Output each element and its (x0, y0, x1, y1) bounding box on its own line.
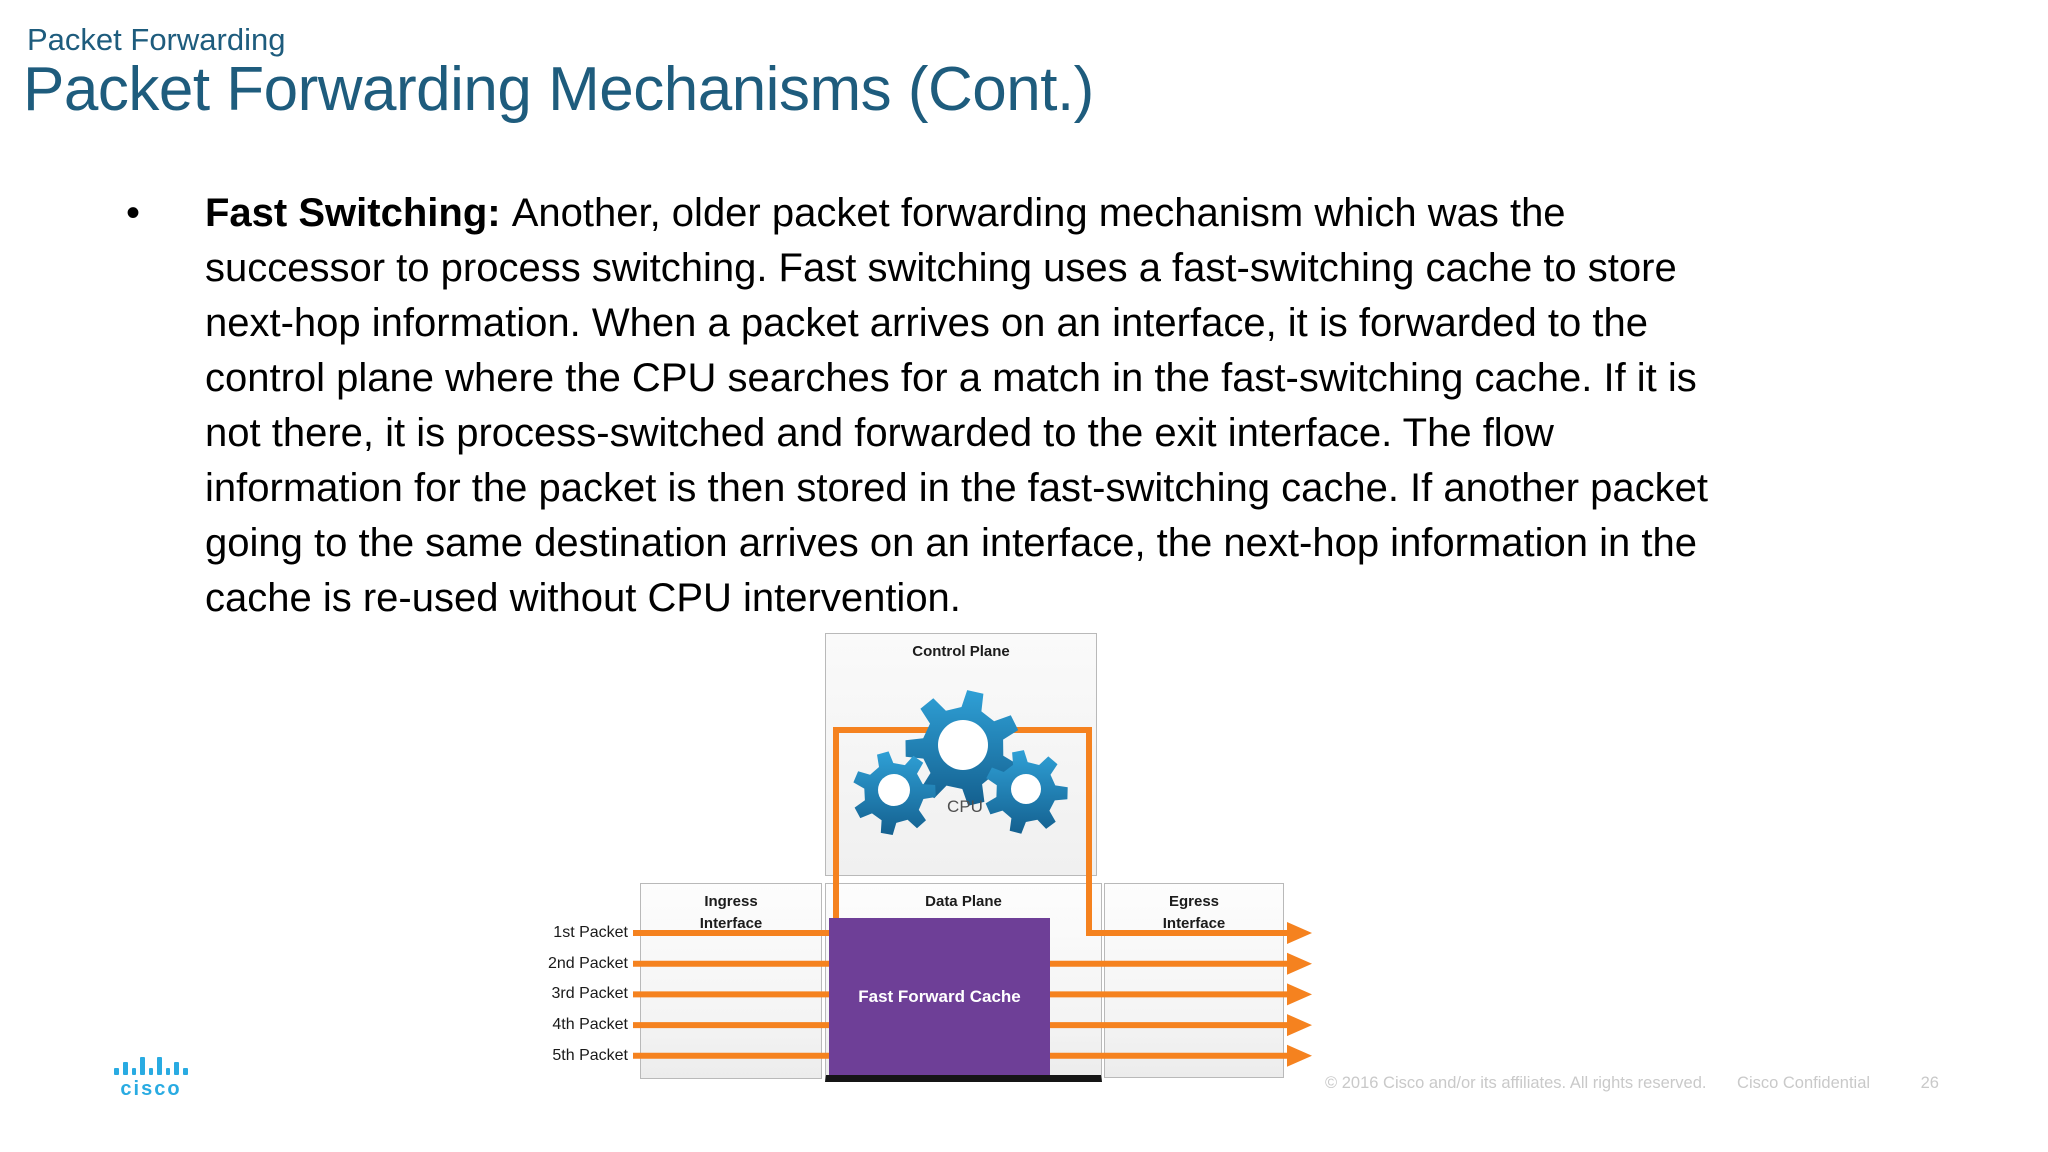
ingress-interface-box: Ingress Interface (640, 883, 822, 1079)
logo-bar (114, 1068, 119, 1075)
control-plane-label: Control Plane (912, 643, 1010, 660)
body-line: next-hop information. When a packet arri… (205, 301, 1648, 345)
packet-label-1: 1st Packet (553, 924, 628, 941)
body-line: successor to process switching. Fast swi… (205, 246, 1677, 290)
page-title: Packet Forwarding Mechanisms (Cont.) (23, 55, 1094, 124)
cisco-logo-bars-icon (112, 1056, 190, 1075)
logo-bar (183, 1068, 188, 1075)
data-plane-label: Data Plane (925, 893, 1002, 910)
egress-interface-label: Egress Interface (1105, 884, 1283, 935)
logo-bar (131, 1068, 137, 1075)
packet-label-4: 4th Packet (552, 1016, 628, 1034)
body-line: information for the packet is then store… (205, 466, 1709, 510)
body-line: going to the same destination arrives on… (205, 521, 1698, 565)
cisco-logo-wordmark: cisco (120, 1078, 182, 1100)
cpu-label: CPU (947, 797, 983, 816)
fast-forward-cache-box: Fast Forward Cache (829, 918, 1050, 1075)
body-line: Fast Switching: Another, older packet fo… (205, 191, 1566, 235)
bullet-bold-lead: Fast Switching: (205, 191, 512, 235)
ingress-interface-label: Ingress Interface (641, 884, 821, 935)
body-line: control plane where the CPU searches for… (205, 356, 1697, 400)
packet-arrowhead-icon-4 (1287, 1014, 1312, 1037)
cisco-logo: cisco (112, 1056, 190, 1101)
slide-footer: © 2016 Cisco and/or its affiliates. All … (1325, 1074, 1939, 1093)
egress-interface-box: Egress Interface (1104, 883, 1284, 1078)
fast-forward-cache-label: Fast Forward Cache (858, 986, 1021, 1006)
ingress-label-line1: Ingress (704, 893, 758, 910)
packet-label-2: 2nd Packet (547, 954, 628, 972)
body-line: not there, it is process-switched and fo… (205, 411, 1554, 455)
packet-arrowhead-icon-2 (1287, 952, 1312, 975)
egress-label-line1: Egress (1168, 893, 1220, 910)
logo-bar (148, 1068, 154, 1075)
packet-label-5: 5th Packet (552, 1046, 628, 1064)
slide-eyebrow: Packet Forwarding (27, 22, 286, 57)
confidential-text: Cisco Confidential (1737, 1074, 1871, 1092)
egress-label-line2: Interface (1162, 915, 1226, 932)
logo-bar (174, 1062, 180, 1075)
copyright-text: © 2016 Cisco and/or its affiliates. All … (1325, 1074, 1707, 1092)
ingress-label-line2: Interface (699, 915, 763, 932)
packet-arrowhead-icon-5 (1287, 1044, 1312, 1067)
packet-arrowhead-icon-3 (1287, 983, 1312, 1006)
logo-bar (122, 1062, 128, 1075)
control-plane-box: Control Plane (825, 633, 1097, 876)
logo-bar (157, 1057, 162, 1075)
bullet-paragraph: Fast Switching: Another, older packet fo… (205, 186, 1708, 626)
logo-bar (165, 1068, 171, 1075)
first-packet-arrowhead-icon (1287, 922, 1312, 944)
bullet-marker: • (126, 191, 141, 235)
body-line: cache is re-used without CPU interventio… (205, 576, 961, 620)
packet-label-3: 3rd Packet (551, 985, 628, 1003)
page-number: 26 (1920, 1074, 1939, 1092)
logo-bar (140, 1057, 145, 1075)
